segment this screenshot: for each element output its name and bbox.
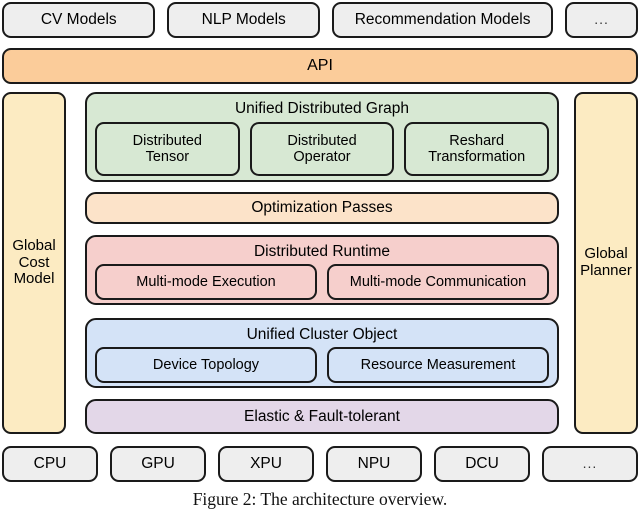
distributed-runtime-title: Distributed Runtime	[253, 243, 391, 260]
layer-stack: Unified Distributed Graph Distributed Te…	[85, 92, 559, 434]
unified-cluster-object-children: Device Topology Resource Measurement	[95, 347, 549, 383]
hardware-row: CPU GPU XPU NPU DCU ...	[2, 446, 638, 482]
unified-cluster-object-group: Unified Cluster Object Device Topology R…	[85, 318, 559, 388]
hardware-box-gpu: GPU	[110, 446, 206, 482]
hardware-box-dcu: DCU	[434, 446, 530, 482]
model-box-more: ...	[565, 2, 638, 38]
model-box-nlp: NLP Models	[167, 2, 320, 38]
model-box-recommendation: Recommendation Models	[331, 2, 554, 38]
hardware-box-npu: NPU	[326, 446, 422, 482]
distributed-runtime-group: Distributed Runtime Multi-mode Execution…	[85, 235, 559, 305]
multi-mode-communication-box: Multi-mode Communication	[327, 264, 549, 300]
hardware-box-xpu: XPU	[218, 446, 314, 482]
distributed-tensor-box: Distributed Tensor	[95, 122, 240, 176]
unified-distributed-graph-group: Unified Distributed Graph Distributed Te…	[85, 92, 559, 182]
unified-distributed-graph-children: Distributed Tensor Distributed Operator …	[95, 122, 550, 176]
api-layer: API	[2, 48, 638, 84]
device-topology-box: Device Topology	[95, 347, 317, 383]
elastic-fault-tolerant-group: Elastic & Fault-tolerant	[85, 399, 559, 434]
global-planner-column: Global Planner	[574, 92, 638, 434]
global-cost-model-column: Global Cost Model	[2, 92, 66, 434]
model-category-row: CV Models NLP Models Recommendation Mode…	[2, 2, 638, 38]
hardware-box-more: ...	[542, 446, 638, 482]
distributed-runtime-children: Multi-mode Execution Multi-mode Communic…	[95, 264, 549, 300]
multi-mode-execution-box: Multi-mode Execution	[95, 264, 317, 300]
optimization-passes-group: Optimization Passes	[85, 192, 559, 224]
reshard-transformation-box: Reshard Transformation	[404, 122, 550, 176]
model-box-cv: CV Models	[2, 2, 156, 38]
unified-cluster-object-title: Unified Cluster Object	[246, 326, 398, 343]
unified-distributed-graph-title: Unified Distributed Graph	[234, 100, 410, 117]
distributed-operator-box: Distributed Operator	[249, 122, 395, 176]
resource-measurement-box: Resource Measurement	[327, 347, 549, 383]
figure-caption: Figure 2: The architecture overview.	[192, 489, 448, 509]
core-architecture-region: Global Cost Model Unified Distributed Gr…	[2, 92, 638, 434]
hardware-box-cpu: CPU	[2, 446, 98, 482]
